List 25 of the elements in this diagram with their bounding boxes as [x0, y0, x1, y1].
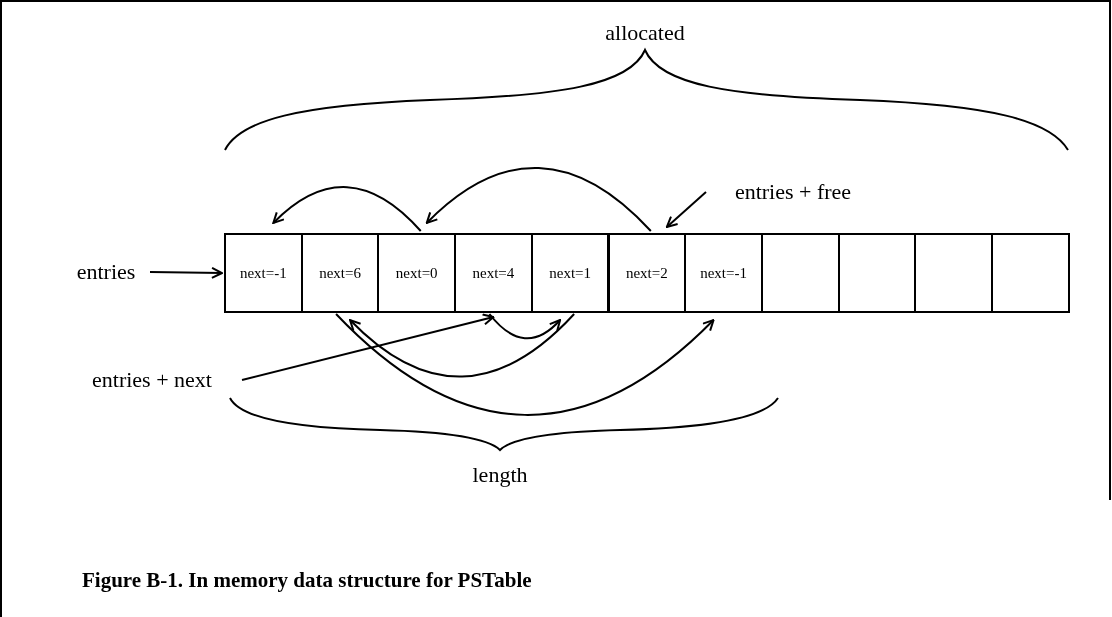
memory-cell: [991, 233, 1070, 313]
pointer-arrow: [349, 313, 576, 378]
pointer-label: entries: [66, 256, 146, 288]
memory-cell: [914, 233, 993, 313]
memory-cell: next=4: [454, 233, 533, 313]
memory-cell: next=6: [300, 233, 380, 313]
pointer-label: entries + free: [708, 176, 878, 208]
pointer-arrow: [335, 313, 715, 416]
pointer-arrow: [488, 313, 562, 340]
memory-cell: [837, 233, 917, 313]
memory-cell: next=2: [607, 233, 687, 313]
figure-caption: Figure B-1. In memory data structure for PSTable: [82, 568, 532, 593]
memory-cell: [760, 233, 840, 313]
memory-cell: next=-1: [684, 233, 763, 313]
brace-label: allocated: [605, 20, 685, 46]
pointer-arrow: [425, 167, 652, 232]
pointer-arrow: [665, 191, 707, 228]
memory-cell: next=-1: [224, 233, 303, 313]
pointer-label: entries + next: [66, 364, 238, 396]
memory-cell: next=1: [530, 233, 610, 313]
brace-label: length: [472, 462, 528, 488]
pointer-arrow: [241, 313, 495, 381]
pointer-arrow: [272, 186, 422, 232]
pointer-arrow: [149, 266, 223, 279]
memory-cell: next=0: [377, 233, 457, 313]
